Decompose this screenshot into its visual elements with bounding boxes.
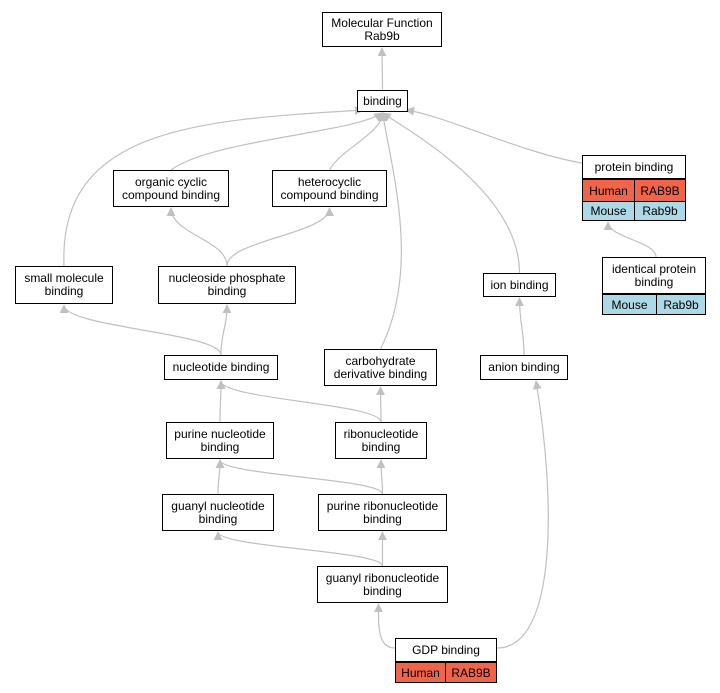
node-guanyl-nucleotide-binding[interactable]: guanyl nucleotide binding <box>162 494 274 531</box>
species-cell: Mouse <box>583 202 634 220</box>
node-label: nucleotide binding <box>172 360 270 374</box>
edge-binding-to-root <box>377 47 387 91</box>
edge-nucleoside-phosphate-to-organic-cyclic <box>166 207 228 267</box>
node-label: ion binding <box>490 277 549 292</box>
edge-ion-binding-to-binding <box>381 112 521 274</box>
node-label-line2: binding <box>200 439 240 454</box>
gene-cell: Rab9b <box>634 202 685 220</box>
node-label: anion binding <box>488 360 560 374</box>
edge-guanyl-ribonucleotide-to-guanyl-nucleotide <box>213 531 384 567</box>
node-label-line2: compound binding <box>280 187 379 202</box>
node-label: GDP binding <box>396 639 496 662</box>
node-protein-binding[interactable]: protein binding Human RAB9B Mouse Rab9b <box>582 155 686 221</box>
node-label-line2: binding <box>44 284 84 298</box>
node-label-line1: guanyl ribonucleotide <box>325 570 440 585</box>
node-header: identical protein binding <box>603 258 705 294</box>
node-label-line1: Molecular Function <box>331 15 433 30</box>
node-binding[interactable]: binding <box>357 90 408 112</box>
node-label-line1: identical protein <box>611 261 697 276</box>
edge-heterocyclic-to-binding <box>328 112 387 171</box>
edge-organic-cyclic-to-binding <box>170 112 384 171</box>
edge-guanyl-nucleotide-to-purine-nucleotide <box>215 459 225 495</box>
node-purine-ribonucleotide-binding[interactable]: purine ribonucleotide binding <box>318 494 447 531</box>
edge-gdp-to-guanyl-ribonucleotide <box>373 603 396 649</box>
node-ribonucleotide-binding[interactable]: ribonucleotide binding <box>335 422 427 459</box>
node-label-line1: organic cyclic <box>134 174 208 189</box>
node-label-line1: purine ribonucleotide <box>326 498 439 513</box>
edge-ribonucleotide-to-nucleotide <box>216 380 382 423</box>
node-ion-binding[interactable]: ion binding <box>483 273 556 297</box>
node-label-line1: small molecule <box>24 271 104 285</box>
node-nucleoside-phosphate-binding[interactable]: nucleoside phosphate binding <box>158 266 296 304</box>
edge-ribonucleotide-to-carbohydrate <box>376 386 386 423</box>
node-label-line2: Rab9b <box>364 28 400 43</box>
node-label: binding <box>363 93 402 108</box>
node-label-line1: ribonucleotide <box>343 426 419 441</box>
node-label-line2: binding <box>207 284 247 298</box>
edge-purine-ribonucleotide-to-purine-nucleotide <box>215 459 384 495</box>
node-label-line1: nucleoside phosphate <box>168 271 286 285</box>
edge-identical-protein-to-protein-binding <box>603 221 657 258</box>
edge-anion-to-ion-binding <box>515 297 525 356</box>
node-nucleotide-binding[interactable]: nucleotide binding <box>164 355 278 380</box>
node-label-line2: compound binding <box>121 187 221 202</box>
edge-small-molecule-to-binding <box>63 106 364 267</box>
annotation-row-mouse: Mouse Rab9b <box>603 294 705 314</box>
node-molecular-function[interactable]: Molecular Function Rab9b <box>322 12 442 47</box>
node-carbohydrate-derivative-binding[interactable]: carbohydrate derivative binding <box>324 349 437 386</box>
edge-purine-nucleotide-to-nucleotide <box>216 380 226 423</box>
edge-nucleoside-phosphate-to-heterocyclic <box>226 207 334 267</box>
edge-carbohydrate-to-binding <box>379 112 402 350</box>
annotation-row-human: Human RAB9B <box>396 662 496 682</box>
node-label: protein binding <box>583 156 685 179</box>
gene-cell: Rab9b <box>656 295 705 314</box>
node-heterocyclic-compound-binding[interactable]: heterocyclic compound binding <box>272 170 387 207</box>
node-label-line2: binding <box>361 439 401 454</box>
node-label-line1: guanyl nucleotide <box>171 498 265 513</box>
node-purine-nucleotide-binding[interactable]: purine nucleotide binding <box>166 422 274 459</box>
node-identical-protein-binding[interactable]: identical protein binding Mouse Rab9b <box>602 257 706 315</box>
node-label-line2: binding <box>363 511 402 526</box>
edge-gdp-to-anion <box>496 380 549 649</box>
node-gdp-binding[interactable]: GDP binding Human RAB9B <box>395 638 497 683</box>
node-label-line1: purine nucleotide <box>174 426 266 441</box>
node-label-line1: heterocyclic <box>297 174 362 189</box>
node-label-line2: binding <box>634 274 674 289</box>
node-small-molecule-binding[interactable]: small molecule binding <box>15 266 113 304</box>
species-cell: Human <box>396 663 445 682</box>
node-label-line2: binding <box>363 583 402 598</box>
node-anion-binding[interactable]: anion binding <box>480 355 568 380</box>
gene-cell: RAB9B <box>634 180 685 201</box>
edge-nucleotide-to-nucleoside-phosphate <box>220 304 232 356</box>
edge-purine-ribonucleotide-to-ribonucleotide <box>376 459 386 495</box>
species-cell: Human <box>583 180 634 201</box>
node-guanyl-ribonucleotide-binding[interactable]: guanyl ribonucleotide binding <box>317 566 448 603</box>
edge-nucleotide-to-small-molecule <box>59 304 222 356</box>
node-label-line1: carbohydrate <box>345 353 416 368</box>
node-organic-cyclic-compound-binding[interactable]: organic cyclic compound binding <box>113 170 229 207</box>
node-label-line2: binding <box>198 511 238 526</box>
node-label-line2: derivative binding <box>333 366 428 381</box>
edge-protein-binding-to-binding <box>405 106 583 164</box>
annotation-row-human: Human RAB9B <box>583 179 685 201</box>
species-cell: Mouse <box>603 295 656 314</box>
annotation-row-mouse: Mouse Rab9b <box>583 201 685 220</box>
gene-cell: RAB9B <box>445 663 496 682</box>
